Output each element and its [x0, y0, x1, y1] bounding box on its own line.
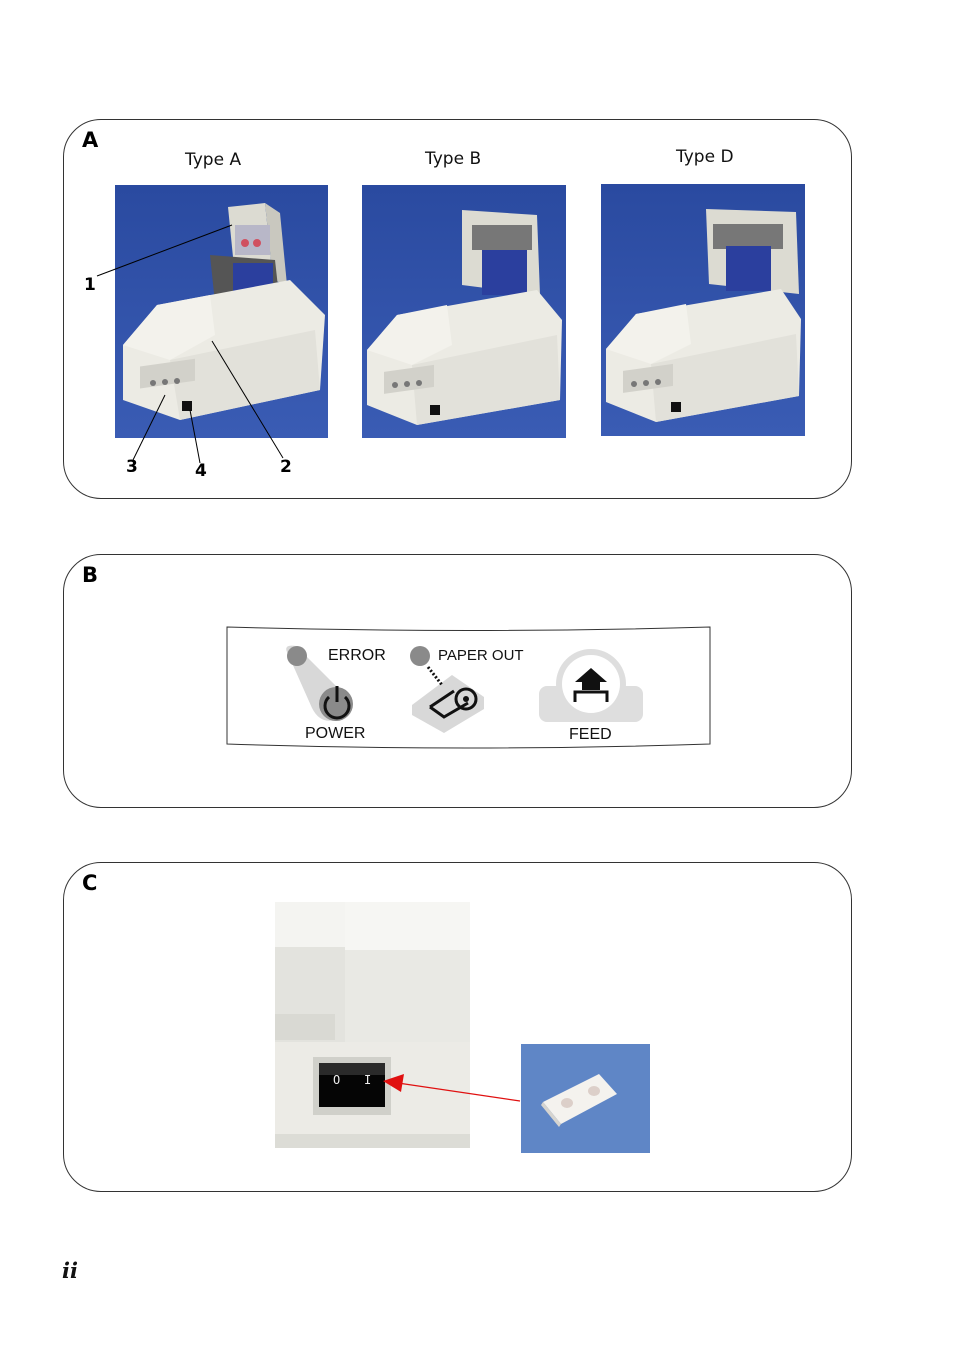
feed-button[interactable] — [538, 648, 644, 726]
page-number: ii — [62, 1258, 78, 1283]
callout-4: 4 — [195, 461, 207, 481]
caption-type-d: Type D — [676, 147, 734, 167]
callout-2: 2 — [280, 457, 292, 477]
caption-type-b: Type B — [425, 149, 482, 169]
paper-roll-icon — [412, 666, 484, 733]
callout-1: 1 — [84, 275, 96, 295]
switch-on-mark: I — [364, 1073, 372, 1087]
power-label: POWER — [305, 725, 366, 742]
paper-out-label: PAPER OUT — [438, 647, 524, 664]
error-led — [287, 646, 307, 666]
panel-b — [63, 554, 852, 808]
photo-printer-type-b — [362, 185, 566, 438]
paper-out-led — [410, 646, 430, 666]
panel-c-letter: C — [82, 871, 98, 895]
photo-switch-cover — [521, 1044, 650, 1153]
feed-label: FEED — [569, 726, 612, 743]
callout-3: 3 — [126, 457, 138, 477]
panel-a-letter: A — [82, 128, 99, 152]
caption-type-a: Type A — [185, 150, 242, 170]
power-icon — [323, 686, 351, 720]
red-arrow-icon — [383, 1074, 521, 1102]
callout-lines — [96, 224, 284, 464]
panel-b-letter: B — [82, 563, 99, 587]
photo-power-switch — [275, 902, 470, 1148]
photo-printer-type-d — [601, 184, 805, 436]
panel-a — [63, 119, 852, 499]
error-label: ERROR — [328, 647, 386, 664]
switch-off-mark: O — [333, 1073, 341, 1087]
panel-c — [63, 862, 852, 1192]
photo-printer-type-a — [115, 185, 328, 438]
